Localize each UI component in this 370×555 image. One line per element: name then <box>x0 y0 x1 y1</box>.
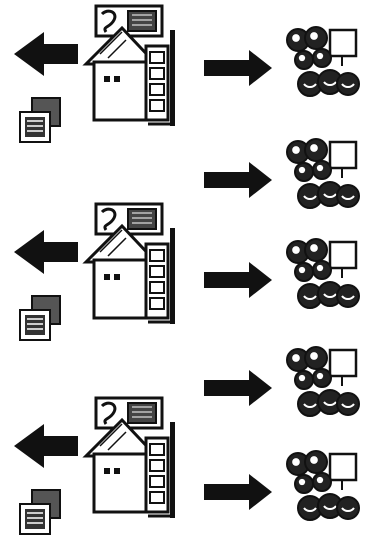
house <box>82 4 175 126</box>
flow-row <box>14 4 360 209</box>
arrow-right-icon <box>204 162 272 198</box>
people-group-icon <box>286 450 360 521</box>
people-group-icon <box>286 26 360 97</box>
people-group-icon <box>286 238 360 309</box>
left-arrow <box>14 230 78 274</box>
people-group <box>286 26 360 97</box>
arrow-left-icon <box>14 230 78 274</box>
house-icon <box>82 4 175 126</box>
right-arrow <box>204 50 272 86</box>
people-group-icon <box>286 138 360 209</box>
people-group <box>286 238 360 309</box>
right-arrow <box>204 162 272 198</box>
document-stack <box>19 489 61 535</box>
house-icon <box>82 202 175 324</box>
arrow-left-icon <box>14 424 78 468</box>
document-stack-icon <box>19 97 61 143</box>
left-arrow <box>14 424 78 468</box>
document-stack <box>19 295 61 341</box>
house <box>82 396 175 518</box>
right-arrow <box>204 262 272 298</box>
people-group <box>286 346 360 417</box>
arrow-right-icon <box>204 262 272 298</box>
people-group-icon <box>286 346 360 417</box>
left-arrow <box>14 32 78 76</box>
arrow-left-icon <box>14 32 78 76</box>
arrow-right-icon <box>204 370 272 406</box>
flow-row <box>14 202 360 417</box>
people-group <box>286 138 360 209</box>
people-group <box>286 450 360 521</box>
document-stack <box>19 97 61 143</box>
arrow-right-icon <box>204 474 272 510</box>
house-icon <box>82 396 175 518</box>
house <box>82 202 175 324</box>
document-stack-icon <box>19 295 61 341</box>
arrow-right-icon <box>204 50 272 86</box>
right-arrow <box>204 370 272 406</box>
document-stack-icon <box>19 489 61 535</box>
right-arrow <box>204 474 272 510</box>
flow-row <box>14 396 360 535</box>
